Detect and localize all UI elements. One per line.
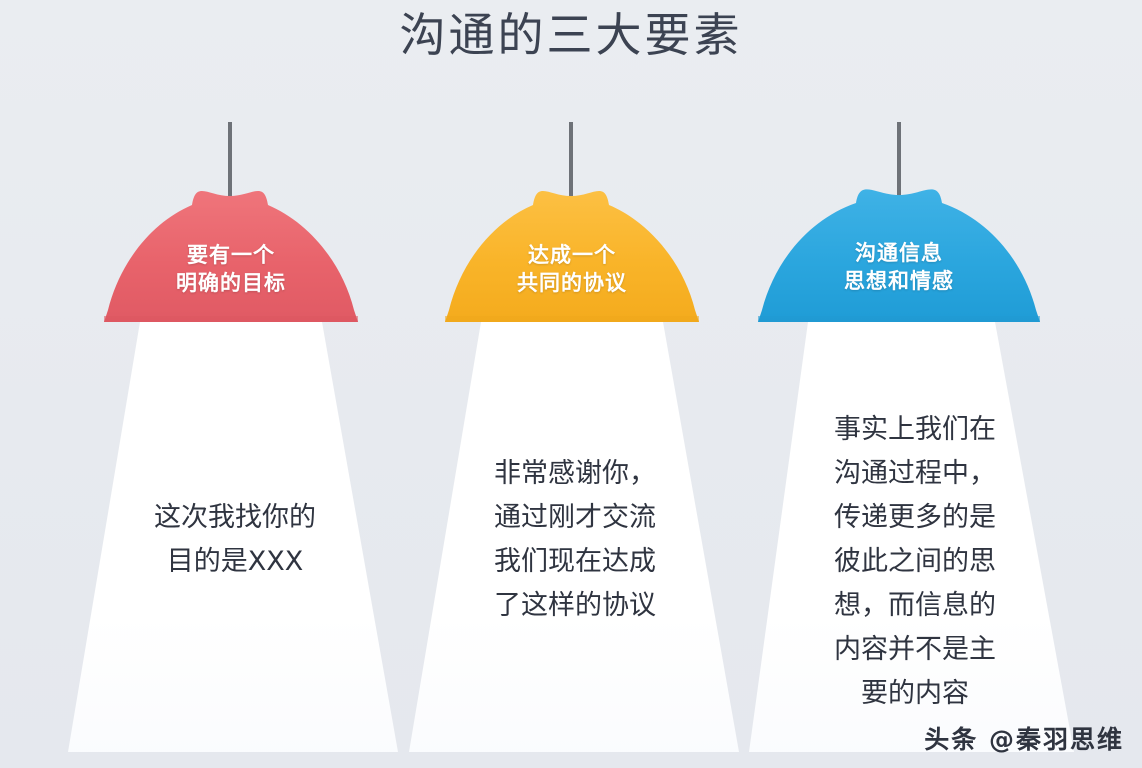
pillar-goal-graphic: [68, 122, 398, 752]
pillar-agreement-graphic: [409, 122, 739, 752]
body-line: 传递更多的是: [834, 502, 996, 533]
body-line: 了这样的协议: [494, 590, 656, 621]
body-line: 我们现在达成: [494, 546, 656, 577]
pillar-goal-body: 这次我找你的 目的是XXX: [110, 496, 360, 584]
pillar-message-graphic: [749, 122, 1074, 752]
lamp-dome-icon: [104, 190, 358, 322]
body-line: 这次我找你的: [154, 502, 316, 533]
body-line: 非常感谢你，: [494, 458, 656, 489]
body-line: 要的内容: [861, 678, 969, 709]
body-line: 想，而信息的: [834, 590, 996, 621]
body-line: 彼此之间的思: [834, 546, 996, 577]
body-line: 通过刚才交流: [494, 502, 656, 533]
lamp-dome-icon: [758, 189, 1040, 322]
watermark: 头条 @秦羽思维: [924, 725, 1124, 754]
pillar-message-body: 事实上我们在 沟通过程中， 传递更多的是 彼此之间的思 想，而信息的 内容并不是…: [790, 408, 1040, 716]
lamp-dome-icon: [445, 190, 699, 322]
body-line: 沟通过程中，: [834, 458, 996, 489]
pillar-agreement-body: 非常感谢你， 通过刚才交流 我们现在达成 了这样的协议: [450, 452, 700, 628]
light-beam-icon: [749, 322, 1074, 752]
light-beam-icon: [68, 322, 398, 752]
body-line: 事实上我们在: [834, 414, 996, 445]
light-beam-icon: [409, 322, 739, 752]
body-line: 目的是XXX: [166, 546, 304, 577]
lamp-stem-icon: [897, 122, 901, 202]
body-line: 内容并不是主: [834, 634, 996, 665]
lamp-stem-icon: [569, 122, 573, 202]
lamp-stem-icon: [228, 122, 232, 202]
page-title: 沟通的三大要素: [399, 8, 743, 62]
